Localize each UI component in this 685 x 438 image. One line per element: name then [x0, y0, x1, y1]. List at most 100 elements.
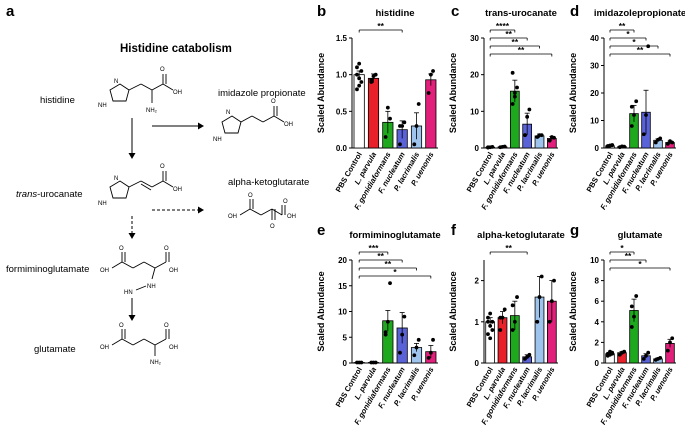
atom-glu-o2: O — [164, 323, 169, 329]
data-point — [486, 332, 490, 337]
data-point — [525, 114, 530, 119]
atom-akg-o1: O — [248, 193, 253, 199]
atom-akg-oh: OH — [287, 214, 296, 220]
data-point — [632, 113, 636, 117]
significance-label: * — [620, 243, 624, 253]
data-point — [510, 102, 515, 106]
data-point — [412, 353, 417, 358]
significance-label: * — [393, 267, 397, 277]
y-tick-label: 0.0 — [336, 144, 348, 153]
bar — [497, 317, 508, 364]
data-point — [610, 143, 615, 147]
significance-label: ** — [377, 21, 384, 31]
atom-ip-nh: NH — [213, 137, 222, 143]
significance-label: ** — [385, 259, 392, 269]
data-point — [488, 324, 493, 328]
atom-histidine-nh2: NH₂ — [146, 108, 158, 114]
data-point — [398, 142, 402, 147]
data-point — [535, 319, 540, 324]
data-point — [488, 311, 493, 316]
data-point — [658, 355, 663, 360]
y-tick-label: 5 — [343, 333, 348, 342]
y-tick-label: 1.0 — [336, 71, 348, 80]
chart-title: trans-urocanate — [485, 8, 557, 19]
data-point — [629, 325, 634, 329]
y-tick-label: 20 — [338, 256, 347, 265]
pathway-diagram: a Histidine catabolism histidine trans-u… — [6, 3, 309, 366]
atom-glu-nh2: NH₂ — [150, 360, 162, 366]
data-point — [510, 303, 515, 308]
y-axis-label: Scaled Abundance — [316, 271, 326, 351]
data-point — [385, 105, 390, 110]
y-tick-label: 20 — [590, 89, 599, 98]
y-tick-label: 30 — [470, 34, 479, 43]
atom-uro-n: N — [114, 176, 118, 182]
y-tick-label: 10 — [338, 308, 347, 317]
data-point — [646, 350, 651, 355]
significance-label: ** — [625, 251, 632, 261]
panel-letter-f: f — [451, 222, 457, 239]
data-point — [629, 104, 634, 109]
significance-label: ** — [512, 37, 519, 47]
data-point — [670, 336, 675, 341]
chart-title: formiminoglutamate — [349, 230, 440, 241]
data-point — [490, 319, 495, 324]
data-point — [388, 116, 392, 121]
atom-histidine-nh: NH — [98, 103, 107, 109]
atom-fig-nh: NH — [147, 284, 156, 290]
data-point — [428, 72, 433, 77]
significance-label: * — [626, 29, 630, 39]
data-point — [629, 304, 634, 309]
atom-akg-o3: O — [283, 199, 288, 205]
y-tick-label: 0 — [595, 144, 600, 153]
data-point — [359, 360, 364, 365]
data-point — [539, 274, 544, 279]
data-point — [498, 328, 503, 332]
chart-title: glutamate — [618, 230, 663, 241]
atom-glu-o1: O — [119, 323, 124, 329]
significance-label: * — [632, 37, 636, 47]
y-tick-label: 4 — [595, 318, 600, 327]
data-point — [547, 319, 552, 324]
data-point — [515, 295, 519, 299]
atom-histidine-n: N — [114, 79, 118, 85]
structure-glutamate — [111, 329, 170, 356]
data-point — [610, 351, 615, 356]
data-point — [523, 133, 527, 138]
data-point — [400, 332, 405, 337]
data-point — [431, 69, 435, 73]
data-point — [383, 135, 388, 139]
y-axis-label: Scaled Abundance — [316, 53, 326, 133]
chart-title: alpha-ketoglutarate — [477, 230, 565, 241]
y-tick-label: 40 — [590, 34, 599, 43]
data-point — [665, 348, 670, 353]
compound-trans-urocanate: trans-urocanate — [16, 189, 83, 200]
atom-histidine-o: O — [160, 67, 165, 73]
panel-letter-d: d — [570, 3, 579, 20]
data-point — [512, 94, 517, 99]
data-point — [670, 140, 675, 145]
data-point — [416, 102, 421, 106]
data-point — [632, 314, 636, 319]
data-point — [385, 319, 390, 324]
compound-glutamate: glutamate — [34, 344, 76, 355]
data-point — [359, 80, 364, 84]
data-point — [426, 91, 431, 95]
structure-imidazole-propionate — [221, 106, 285, 134]
data-point — [490, 145, 495, 149]
data-point — [373, 72, 378, 77]
data-point — [510, 328, 515, 332]
significance-label: * — [638, 259, 642, 269]
y-tick-label: 0 — [475, 359, 480, 368]
chart-title: histidine — [375, 8, 414, 19]
compound-formiminoglutamate: formiminoglutamate — [6, 264, 89, 275]
y-axis-label: Scaled Abundance — [568, 53, 578, 133]
data-point — [547, 138, 552, 143]
y-tick-label: 0 — [343, 359, 348, 368]
data-point — [373, 360, 378, 365]
panel-letter-a: a — [6, 3, 15, 20]
